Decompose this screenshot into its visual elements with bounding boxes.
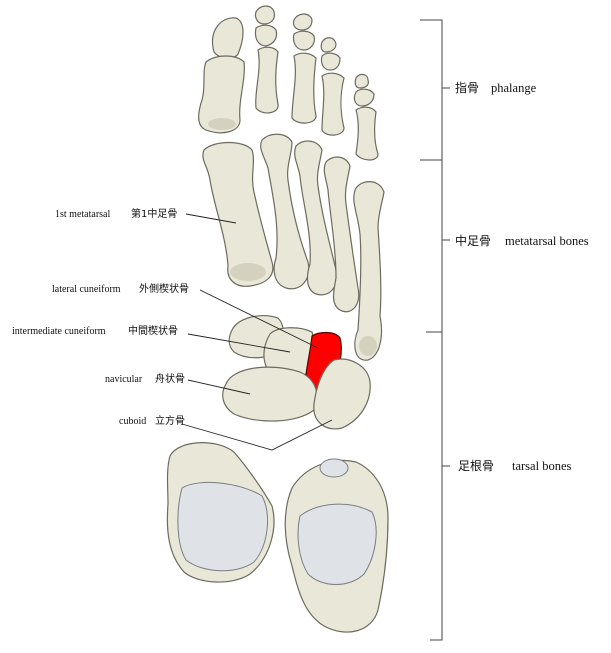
toe3-proximal-phalanx xyxy=(291,52,317,124)
hallux-distal-phalanx xyxy=(212,17,244,59)
group-phalange-en: phalange xyxy=(491,81,537,95)
toe4-proximal-phalanx xyxy=(321,72,345,136)
tarsal-bracket xyxy=(430,332,443,641)
hindfoot xyxy=(166,442,389,633)
fourth-metatarsal xyxy=(323,156,360,313)
talus-articular-surface xyxy=(177,481,268,572)
toe5-middle-phalanx xyxy=(353,88,375,107)
toe5-distal-phalanx xyxy=(354,73,369,89)
group-metatarsal-en: metatarsal bones xyxy=(505,234,589,248)
toe5-proximal-phalanx xyxy=(355,106,379,161)
label-navicular-en: navicular xyxy=(105,374,143,385)
navicular xyxy=(222,366,318,422)
label-intermediate-cuneiform-en: intermediate cuneiform xyxy=(12,326,106,337)
toe2-proximal-phalanx xyxy=(255,46,279,114)
toe4-middle-phalanx xyxy=(320,52,341,71)
label-first-metatarsal-jp: 第1中足骨 xyxy=(131,207,177,220)
leader-intermediate-cuneiform xyxy=(187,333,291,353)
first-metatarsal xyxy=(202,141,274,287)
leader-cuboid xyxy=(181,419,333,451)
group-tarsal-jp: 足根骨 xyxy=(458,459,494,473)
group-phalange-jp: 指骨 xyxy=(455,80,479,95)
group-labels: 指骨 phalange 中足骨 metatarsal bones 足根骨 tar… xyxy=(455,80,589,473)
label-first-metatarsal-en: 1st metatarsal xyxy=(55,209,110,220)
leader-first-metatarsal xyxy=(185,213,237,224)
phalanges xyxy=(198,5,379,161)
label-navicular-jp: 舟状骨 xyxy=(155,372,185,385)
bone-labels: 1st metatarsal 第1中足骨 lateral cuneiform 外… xyxy=(12,207,189,427)
label-lateral-cuneiform-en: lateral cuneiform xyxy=(52,284,121,295)
toe2-middle-phalanx xyxy=(254,24,278,47)
leader-lines xyxy=(181,213,333,451)
leader-lateral-cuneiform xyxy=(199,289,319,349)
label-cuboid-en: cuboid xyxy=(119,416,146,427)
metatarsals xyxy=(202,133,385,361)
tarsal-bones xyxy=(222,315,371,430)
second-metatarsal xyxy=(260,133,310,290)
group-brackets xyxy=(420,19,450,641)
label-intermediate-cuneiform-jp: 中間楔状骨 xyxy=(128,324,178,337)
hallux-proximal-phalanx xyxy=(198,55,245,134)
group-tarsal-en: tarsal bones xyxy=(512,459,571,473)
third-metatarsal xyxy=(294,140,338,296)
phalange-bracket xyxy=(420,19,443,161)
label-lateral-cuneiform-jp: 外側楔状骨 xyxy=(139,282,189,295)
metatarsal-bracket xyxy=(426,160,443,333)
calcaneus-articular-surface xyxy=(297,503,377,585)
leader-navicular xyxy=(187,379,251,395)
toe2-distal-phalanx xyxy=(254,5,275,25)
toe4-distal-phalanx xyxy=(320,37,337,53)
toe3-distal-phalanx xyxy=(292,13,313,31)
group-metatarsal-jp: 中足骨 xyxy=(455,233,491,248)
fifth-metatarsal xyxy=(353,181,385,361)
toe3-middle-phalanx xyxy=(292,30,315,51)
cuboid xyxy=(313,358,371,430)
label-cuboid-jp: 立方骨 xyxy=(155,414,185,427)
